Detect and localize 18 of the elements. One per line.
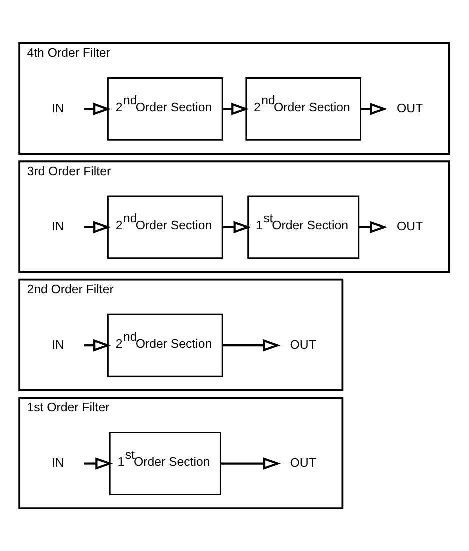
node-text: OUT <box>290 456 316 470</box>
node-text: IN <box>52 100 64 115</box>
node-text: IN <box>52 456 64 470</box>
arrow <box>222 220 252 234</box>
arrow <box>222 102 250 115</box>
node-text: OUT <box>397 100 424 115</box>
arrow <box>221 457 282 470</box>
arrow <box>84 338 112 352</box>
arrow <box>84 457 114 470</box>
node-text: IN <box>52 337 64 352</box>
arrow <box>359 220 388 234</box>
arrow <box>222 338 281 352</box>
arrow <box>360 102 388 115</box>
node-text: OUT <box>397 219 424 234</box>
arrow <box>84 220 112 234</box>
arrow <box>84 102 112 115</box>
node-text: OUT <box>290 337 316 352</box>
node-text: IN <box>52 219 64 234</box>
